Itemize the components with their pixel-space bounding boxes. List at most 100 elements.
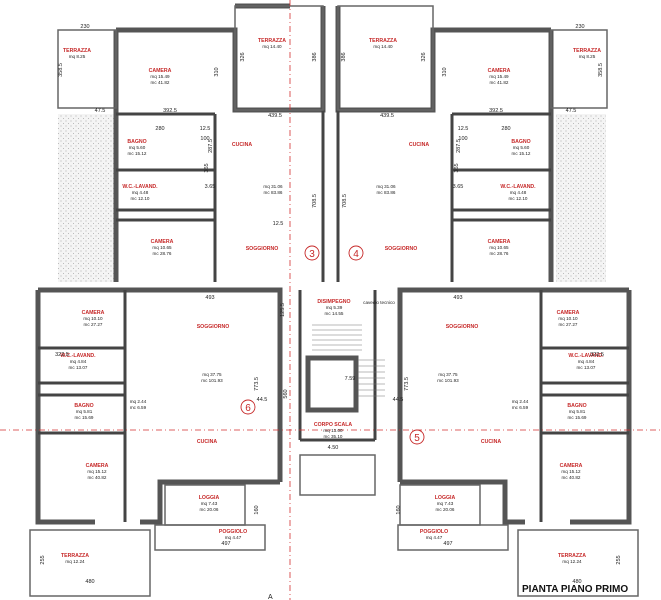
room-label-group: SOGGIORNO: [385, 246, 418, 252]
drawing-title: PIANTA PIANO PRIMO: [522, 584, 628, 595]
room-area: mq 5.39: [326, 305, 343, 310]
room-area: mq 15.49: [489, 74, 509, 79]
dimension-label: 708.5: [312, 194, 318, 208]
room-area: mq 4.47: [225, 535, 242, 540]
unit-number: 3: [309, 249, 315, 260]
room-name: BAGNO: [127, 139, 146, 145]
room-name: CUCINA: [481, 439, 501, 445]
walls: [35, 3, 632, 525]
room-name: CAMERA: [560, 463, 583, 469]
dimension-label: 358.5: [58, 63, 64, 77]
dimension-label: 7.59: [345, 376, 356, 382]
room-area: mq 15.12: [87, 469, 107, 474]
dimension-label: 12.5: [458, 126, 469, 132]
dimension-label: 322.5: [55, 352, 69, 358]
room-area: mq 14.40: [373, 44, 393, 49]
garden-areas: [58, 114, 606, 282]
room-volume: mc 27.27: [559, 322, 578, 327]
room-volume: mc 83.86: [377, 190, 396, 195]
room-name: SOGGIORNO: [197, 324, 230, 330]
room-name: TERRAZZA: [573, 48, 601, 54]
room-area: mq 4.48: [510, 190, 527, 195]
room-area: mq 2.44: [512, 399, 529, 404]
room-label-group: CUCINA: [197, 439, 217, 445]
room-volume: mc 28.76: [490, 251, 509, 256]
unit-number: 6: [245, 403, 251, 414]
room-name: CAMERA: [86, 463, 109, 469]
room-area: mq 5.81: [569, 409, 586, 414]
room-area: mq 14.40: [262, 44, 282, 49]
dimension-label: 497: [443, 541, 452, 547]
dimension-label: 386: [312, 52, 318, 61]
room-name: LOGGIA: [199, 495, 220, 501]
room-area: mq 2.44: [130, 399, 147, 404]
unit-number: 4: [353, 249, 359, 260]
dimension-label: 560: [283, 389, 289, 398]
room-name: TERRAZZA: [61, 553, 89, 559]
room-area: mq 4.84: [70, 359, 87, 364]
dimension-label: 773.5: [254, 377, 260, 391]
dimension-label: 708.5: [342, 194, 348, 208]
room-volume: mc 15.69: [568, 415, 587, 420]
dimension-label: 773.5: [404, 377, 410, 391]
dimension-label: 480: [85, 579, 94, 585]
dimension-label: 392.5: [163, 108, 177, 114]
dimension-label: 47.5: [95, 108, 106, 114]
dimension-label: 287.5: [456, 139, 462, 153]
room-volume: mc 15.69: [75, 415, 94, 420]
room-area: mq 12.24: [65, 559, 85, 564]
dimension-label: 392.5: [489, 108, 503, 114]
room-name: TERRAZZA: [558, 553, 586, 559]
room-name: W.C.-LAVAND.: [500, 184, 536, 190]
room-area: mq 4.84: [578, 359, 595, 364]
room-area: mq 31.06: [376, 184, 396, 189]
room-area: mq 37.75: [438, 372, 458, 377]
technical-shaft-note: cavedio tecnico: [363, 300, 395, 305]
room-name: BAGNO: [74, 403, 93, 409]
dimension-label: 365: [204, 163, 210, 172]
dimension-label: 280: [155, 126, 164, 132]
dimension-label: 287.5: [208, 139, 214, 153]
dimension-label: 493: [205, 295, 214, 301]
room-name: CAMERA: [149, 68, 172, 74]
dimension-label: 12.5: [273, 221, 284, 227]
terrace-outlines: [29, 5, 639, 597]
dimension-label: 125.5: [280, 303, 286, 317]
room-volume: mc 41.82: [490, 80, 509, 85]
dimension-label: 100: [458, 136, 467, 142]
room-name: W.C.-LAVAND.: [122, 184, 158, 190]
room-volume: mc 14.55: [325, 311, 344, 316]
room-name: SOGGIORNO: [446, 324, 479, 330]
room-area: mq 5.81: [76, 409, 93, 414]
room-name: CAMERA: [151, 239, 174, 245]
dimension-label: 12.5: [200, 126, 211, 132]
room-area: mq 8.25: [69, 54, 86, 59]
room-area: mq 15.49: [150, 74, 170, 79]
dimension-label: 439.5: [380, 113, 394, 119]
dimension-label: 160: [396, 505, 402, 514]
dimension-label: 44.5: [257, 397, 268, 403]
room-volume: mc 6.59: [130, 405, 147, 410]
dimension-label: 497: [221, 541, 230, 547]
